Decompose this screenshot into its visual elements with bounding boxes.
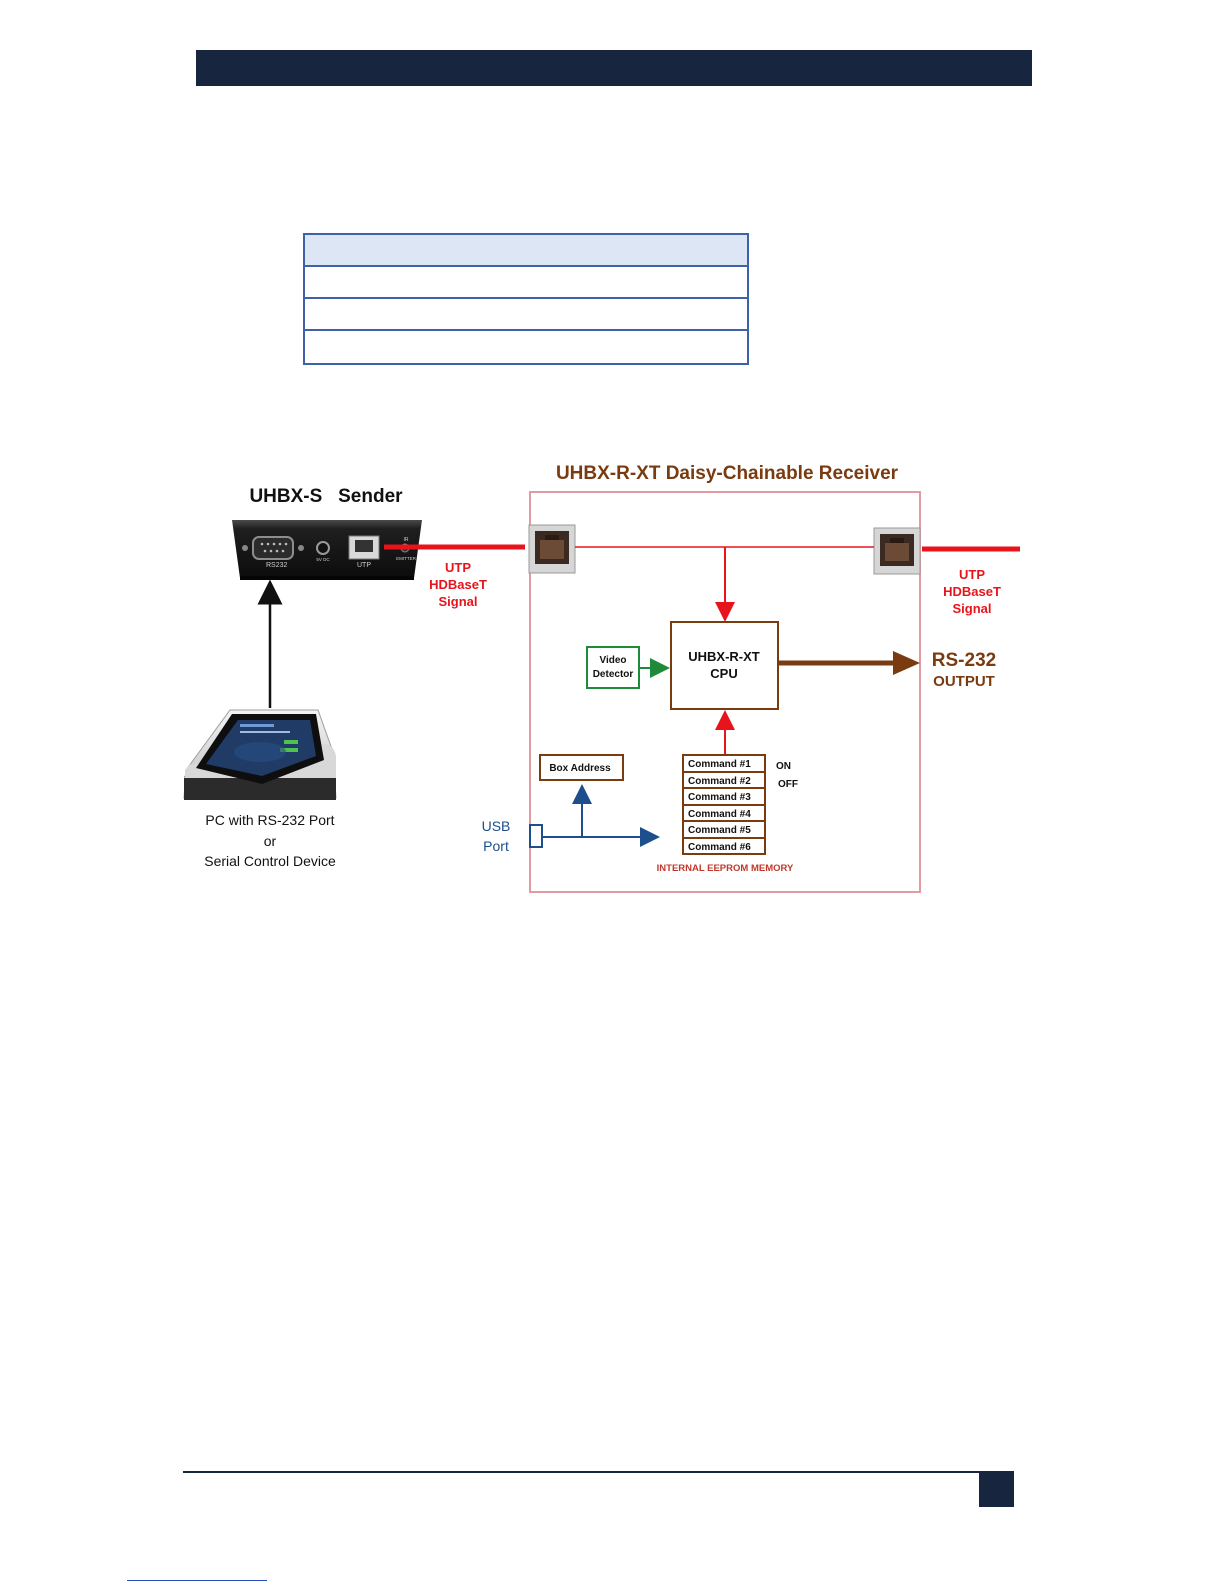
rs232-port-label: RS232 xyxy=(266,562,288,569)
usb-label-line1: USB xyxy=(482,818,511,834)
cpu-label-line2: CPU xyxy=(710,666,737,681)
video-detector-block xyxy=(586,646,640,689)
utp-signal-left-line3: Signal xyxy=(438,594,477,609)
rs232-output-title: RS-232 xyxy=(932,650,996,671)
pc-caption-line1: PC with RS-232 Port xyxy=(205,812,334,828)
video-detector-line2: Detector xyxy=(593,669,634,680)
command-item: Command #4 xyxy=(688,809,751,820)
command-item: Command #3 xyxy=(688,792,751,803)
video-detector-line1: Video xyxy=(599,655,626,666)
usb-label-line2: Port xyxy=(483,838,509,854)
cpu-label-line1: UHBX-R-XT xyxy=(688,649,760,664)
pc-caption-line3: Serial Control Device xyxy=(204,853,336,869)
utp-signal-left-line1: UTP xyxy=(445,560,471,575)
command-list: Command #1 Command #2 Command #3 Command… xyxy=(682,754,766,855)
command-item: Command #1 xyxy=(688,759,751,770)
touch-panel-device xyxy=(183,709,337,800)
sender-title: UHBX-S Sender xyxy=(249,486,403,507)
bottom-link-underline xyxy=(127,1580,267,1581)
receiver-title: UHBX-R-XT Daisy-Chainable Receiver xyxy=(556,463,899,484)
emitter-port-label: EMITTER xyxy=(396,556,416,561)
usb-connector xyxy=(529,824,543,848)
command-item: Command #5 xyxy=(688,825,751,836)
power-jack xyxy=(316,541,330,555)
eeprom-label: INTERNAL EEPROM MEMORY xyxy=(657,863,794,874)
utp-signal-right-line1: UTP xyxy=(959,567,985,582)
table-row xyxy=(305,299,747,331)
ir-port-label: IR xyxy=(404,537,409,543)
rs232-output-arrowhead xyxy=(893,651,920,675)
command-item: Command #6 xyxy=(688,842,751,853)
off-label: OFF xyxy=(778,779,798,790)
rs232-connector xyxy=(252,536,294,560)
table-header-row xyxy=(305,235,747,267)
command-item: Command #2 xyxy=(688,776,751,787)
box-address-label: Box Address xyxy=(549,763,611,774)
rj45-jack-input xyxy=(528,524,576,574)
box-address-block xyxy=(539,754,624,781)
spec-table xyxy=(303,233,749,365)
power-port-label: 5V DC xyxy=(316,557,330,562)
page-number-box xyxy=(979,1471,1014,1507)
rj45-jack-output xyxy=(873,527,921,575)
utp-signal-left-line2: HDBaseT xyxy=(429,577,487,592)
utp-port-label: UTP xyxy=(357,562,371,569)
pc-caption-line2: or xyxy=(264,833,277,849)
rs232-output-subtitle: OUTPUT xyxy=(933,673,995,690)
sender-device: RS232 5V DC UTP IR EMITTER xyxy=(232,520,422,580)
table-row xyxy=(305,267,747,299)
utp-signal-right-line3: Signal xyxy=(952,601,991,616)
header-bar xyxy=(196,50,1032,86)
footer-rule xyxy=(183,1471,979,1473)
utp-signal-right-line2: HDBaseT xyxy=(943,584,1001,599)
on-label: ON xyxy=(776,761,791,772)
receiver-enclosure xyxy=(529,491,921,893)
